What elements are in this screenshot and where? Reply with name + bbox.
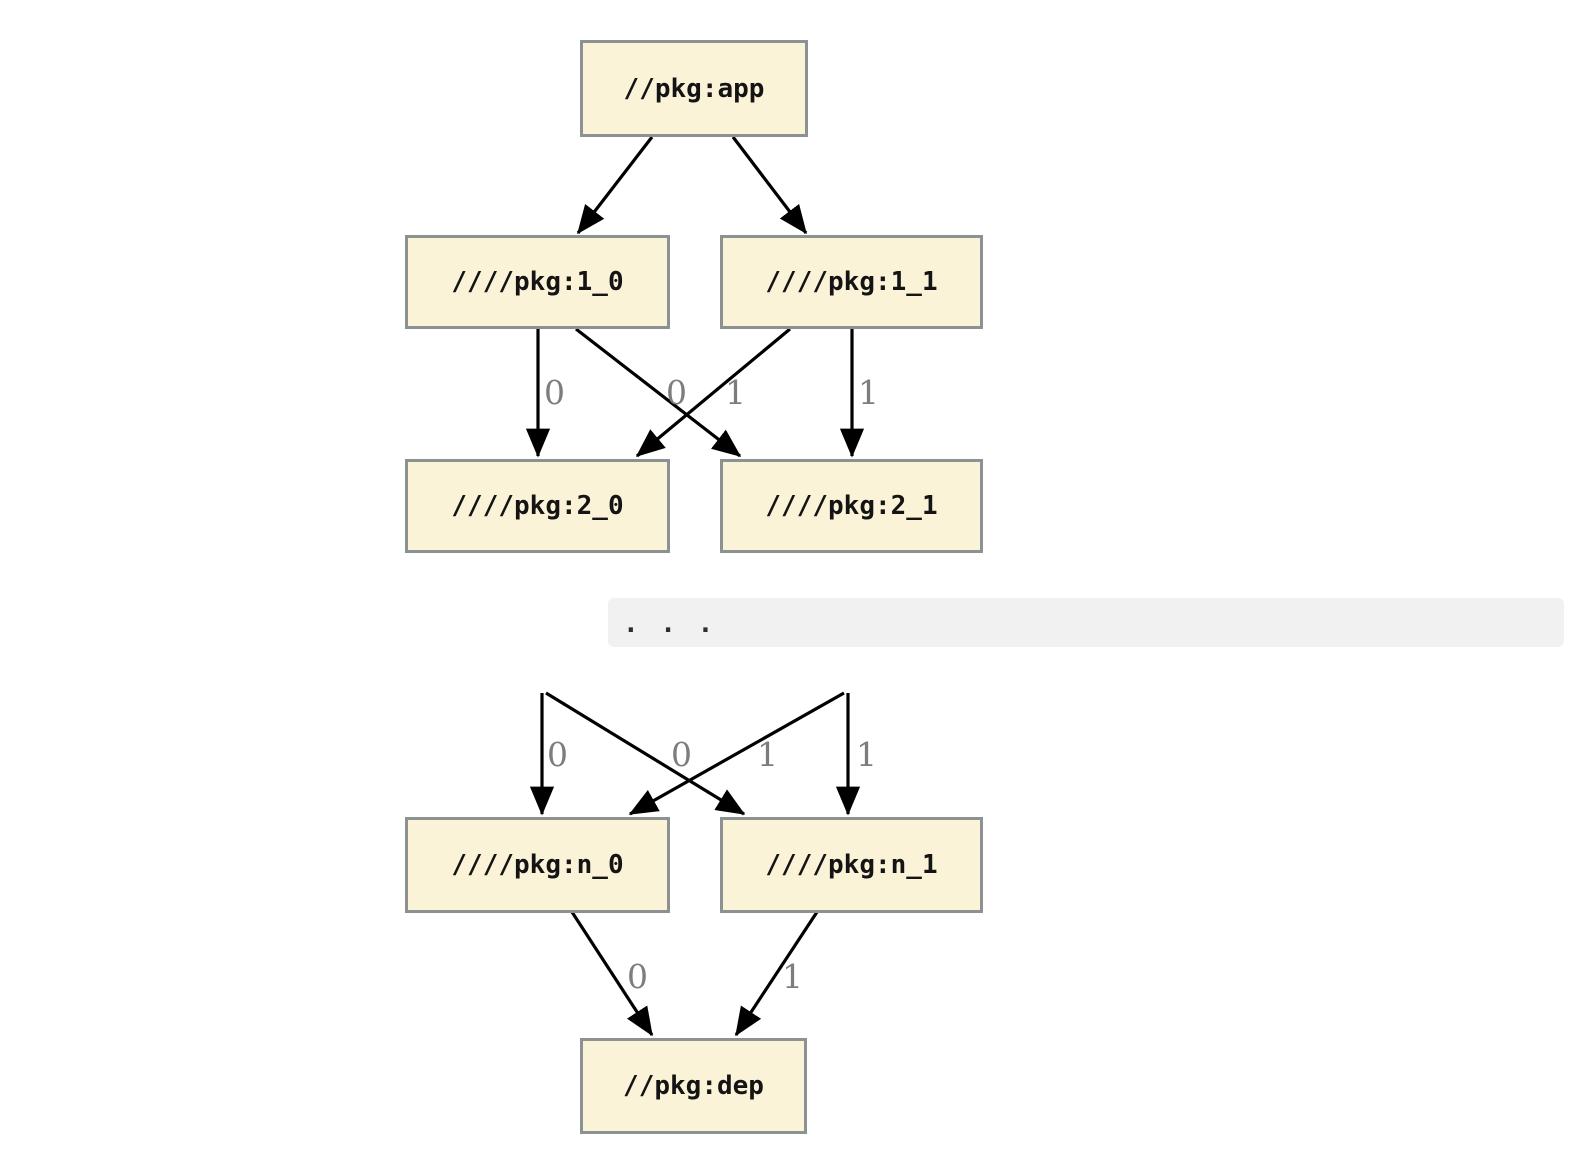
node-pkg-n-1-label: ////pkg:n_1	[765, 850, 938, 880]
edge-label-dots-to-pkgn_1: 1	[757, 735, 778, 774]
edge-pkgn_0-to-dep	[570, 911, 654, 1037]
node-pkg-2-0-label: ////pkg:2_0	[451, 491, 624, 521]
node-pkg-2-0: ////pkg:2_0	[405, 459, 670, 553]
edge-label-pkg1_1-to-pkg2_0: 0	[666, 373, 687, 412]
node-pkg-n-1: ////pkg:n_1	[720, 817, 983, 913]
node-pkg-1-1: ////pkg:1_1	[720, 235, 983, 329]
edge-label-pkg1_0-to-pkg2_0: 0	[544, 373, 565, 412]
node-pkg-1-0-label: ////pkg:1_0	[451, 267, 624, 297]
edge-pkg1_0-to-pkg2_1	[575, 327, 742, 458]
node-pkg-app-label: //pkg:app	[623, 73, 765, 104]
edge-label-dots2-to-pkgn_1: 1	[856, 735, 877, 774]
node-pkg-1-1-label: ////pkg:1_1	[765, 267, 938, 297]
node-pkg-1-0: ////pkg:1_0	[405, 235, 670, 329]
node-pkg-dep-label: //pkg:dep	[623, 1071, 764, 1101]
node-pkg-2-1-label: ////pkg:2_1	[765, 491, 938, 521]
edge-label-pkgn_0-to-dep: 0	[627, 957, 648, 996]
ellipsis-text: . . .	[623, 609, 717, 639]
edge-label-pkg1_1-to-pkg2_1: 1	[858, 373, 879, 412]
edge-label-pkg1_0-to-pkg2_1: 1	[725, 373, 746, 412]
node-pkg-2-1: ////pkg:2_1	[720, 459, 983, 553]
edge-dots-to-pkgn_1	[545, 691, 746, 816]
edge-app-to-pkg1_1	[731, 136, 808, 235]
edge-label-pkgn_1-to-dep: 1	[782, 957, 803, 996]
edge-dots2-to-pkgn_0	[628, 691, 845, 816]
node-pkg-n-0: ////pkg:n_0	[405, 817, 670, 913]
edge-label-dots-to-pkgn_0: 0	[547, 735, 568, 774]
edge-app-to-pkg1_0	[576, 136, 654, 235]
node-pkg-app: //pkg:app	[580, 40, 808, 137]
edge-label-dots2-to-pkgn_0: 0	[671, 735, 692, 774]
node-pkg-dep: //pkg:dep	[580, 1038, 807, 1134]
edge-pkg1_1-to-pkg2_0	[635, 327, 792, 458]
node-pkg-n-0-label: ////pkg:n_0	[451, 850, 624, 880]
ellipsis-code-block: . . .	[608, 598, 1564, 647]
edge-pkgn_1-to-dep	[734, 911, 819, 1037]
